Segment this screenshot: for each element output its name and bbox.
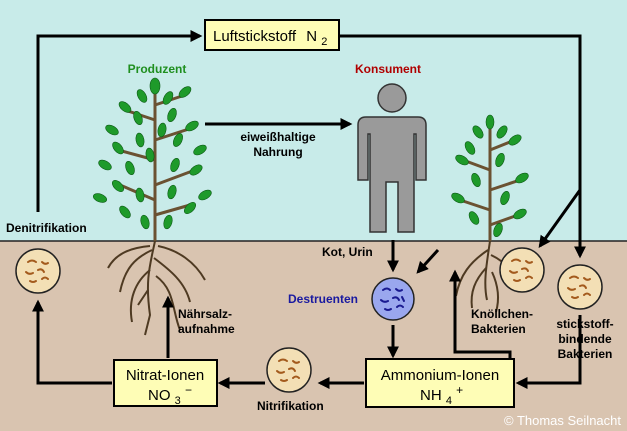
arrow-air-to-nodule-bacteria (538, 189, 582, 248)
ammonium-superscript: + (456, 383, 463, 397)
nitrate-box: Nitrat-Ionen NO 3 − (113, 359, 218, 408)
producer-roots (107, 240, 206, 336)
producer-plant (92, 77, 212, 336)
arrow-air-to-nfix-bacteria (340, 34, 586, 259)
arrow-nfix-to-ammonium (515, 315, 582, 389)
nutrient-uptake-label-1: Nährsalz- (178, 307, 232, 321)
ammonium-box: Ammonium-Ionen NH 4 + (365, 358, 515, 408)
nitrate-superscript: − (185, 383, 192, 397)
legume-leaves (451, 114, 529, 238)
nitrate-label: Nitrat-Ionen (126, 367, 204, 384)
arrow-nitrate-to-denitrifying (32, 299, 112, 385)
denitrification-label: Denitrifikation (6, 221, 87, 235)
nodule-bacteria-circle (499, 247, 545, 293)
protein-food-label-1: eiweißhaltige (240, 130, 316, 144)
nitrogen-fixing-bacteria-circle (557, 264, 603, 310)
producer-label: Produzent (128, 62, 187, 76)
nodule-bacteria-label-1: Knöllchen- (471, 307, 533, 321)
legume-plant (451, 114, 529, 313)
ammonium-formula: NH (420, 387, 442, 404)
nitrate-formula: NO (148, 387, 171, 404)
excrement-label: Kot, Urin (322, 245, 373, 259)
nutrient-uptake-label-2: aufnahme (178, 322, 235, 336)
nfix-bacteria-label-2: bindende (558, 332, 612, 346)
nfix-bacteria-label-3: Bakterien (558, 347, 613, 361)
nitrogen-air-formula: N (306, 28, 317, 45)
ammonium-subscript: 4 (446, 395, 452, 407)
protein-food-label-2: Nahrung (253, 145, 302, 159)
destruent-circle (371, 277, 415, 321)
destruent-label: Destruenten (288, 292, 358, 306)
nitrification-label: Nitrifikation (257, 399, 324, 413)
copyright-label: © Thomas Seilnacht (504, 413, 621, 428)
denitrifying-bacteria-circle (15, 248, 61, 294)
nitrogen-air-box: Luftstickstoff N 2 (204, 19, 340, 51)
nitrogen-air-label: Luftstickstoff (213, 28, 297, 45)
nitrogen-air-subscript: 2 (321, 36, 327, 48)
arrow-denitrification-to-air (36, 30, 203, 212)
nitrate-subscript: 3 (175, 395, 181, 407)
arrow-legume-to-destruent (416, 248, 440, 274)
nitrifying-bacteria-circle (266, 347, 312, 393)
svg-text:NH 4 +: NH 4 + (420, 383, 463, 408)
svg-text:NO 3 −: NO 3 − (148, 383, 192, 408)
consumer-person (357, 83, 427, 233)
svg-text:Luftstickstoff N 2: Luftstickstoff N 2 (213, 28, 327, 48)
nfix-bacteria-label-1: stickstoff- (556, 317, 613, 331)
nodule-bacteria-label-2: Bakterien (471, 322, 526, 336)
consumer-label: Konsument (355, 62, 421, 76)
legume-roots (455, 240, 519, 313)
ammonium-label: Ammonium-Ionen (381, 367, 499, 384)
producer-leaves (92, 77, 212, 230)
